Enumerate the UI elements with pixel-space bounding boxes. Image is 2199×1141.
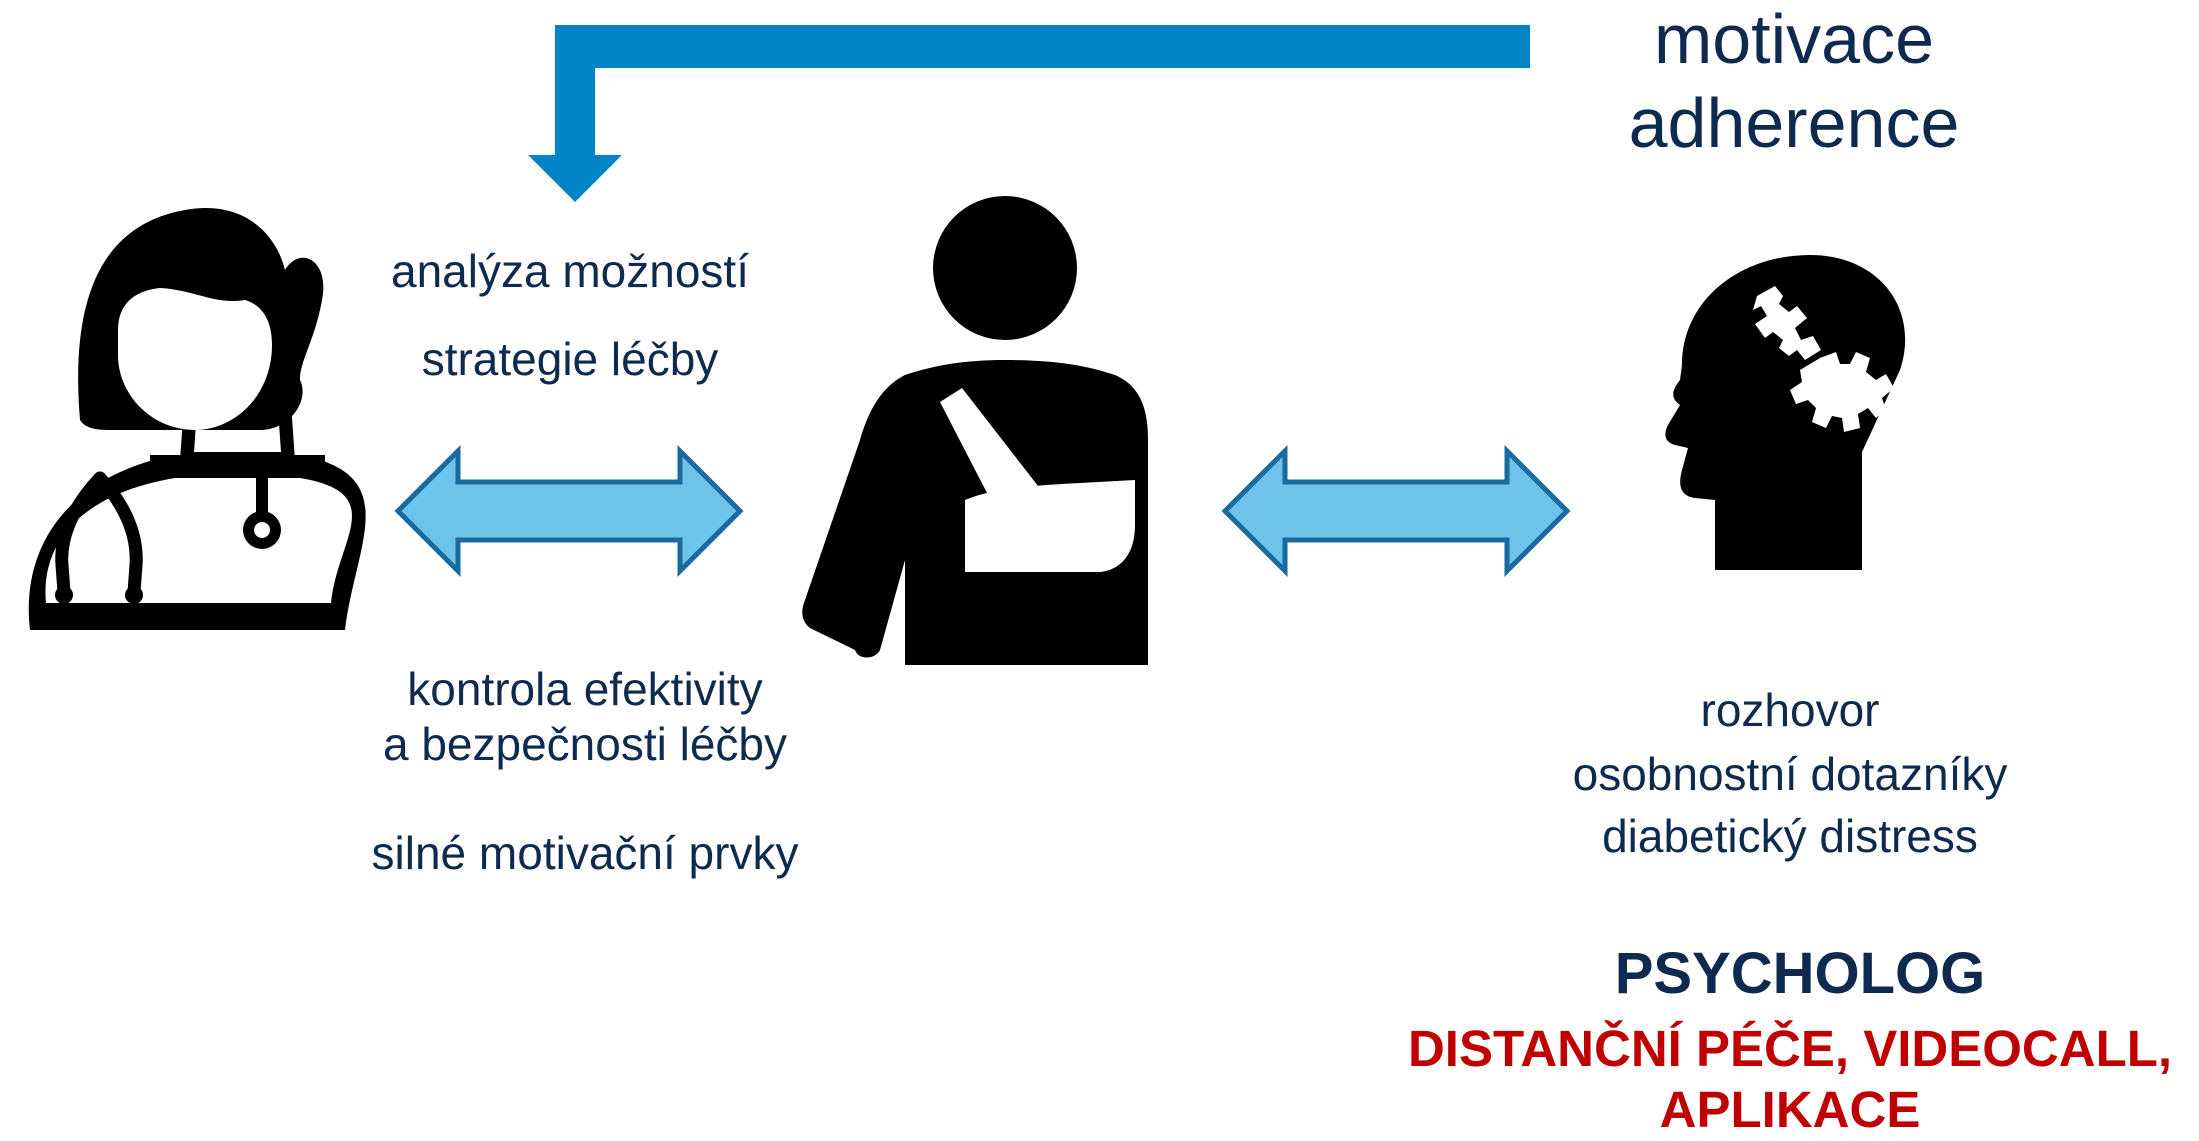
feedback-label-motivace: motivace: [1653, 0, 1935, 78]
feedback-label-adherence: adherence: [1628, 84, 1960, 162]
doctor-text-strategy: strategie léčby: [421, 333, 719, 385]
doctor-text-motivation: silné motivační prvky: [371, 827, 799, 879]
psych-text-questionnaires: osobnostní dotazníky: [1572, 748, 2008, 800]
patient-arm-sling-icon: [802, 196, 1148, 665]
doctor-text-safety: a bezpečnosti léčby: [382, 718, 788, 770]
psych-text-interview: rozhovor: [1700, 684, 1880, 736]
psych-subtitle-line1: DISTANČNÍ PÉČE, VIDEOCALL,: [1407, 1020, 2173, 1077]
psych-text-distress: diabetický distress: [1602, 810, 1978, 862]
feedback-arrow: [528, 25, 1530, 202]
double-arrow-patient-psychologist: [1221, 444, 1571, 578]
female-doctor-icon: [28, 208, 366, 630]
doctor-text-analysis: analýza možností: [391, 245, 749, 297]
psych-subtitle-line2: APLIKACE: [1659, 1081, 1921, 1138]
head-puzzle-icon: [1665, 255, 1906, 570]
doctor-text-control: kontrola efektivity: [407, 663, 763, 715]
psych-title: PSYCHOLOG: [1614, 941, 1986, 1006]
double-arrow-doctor-patient: [394, 444, 744, 578]
